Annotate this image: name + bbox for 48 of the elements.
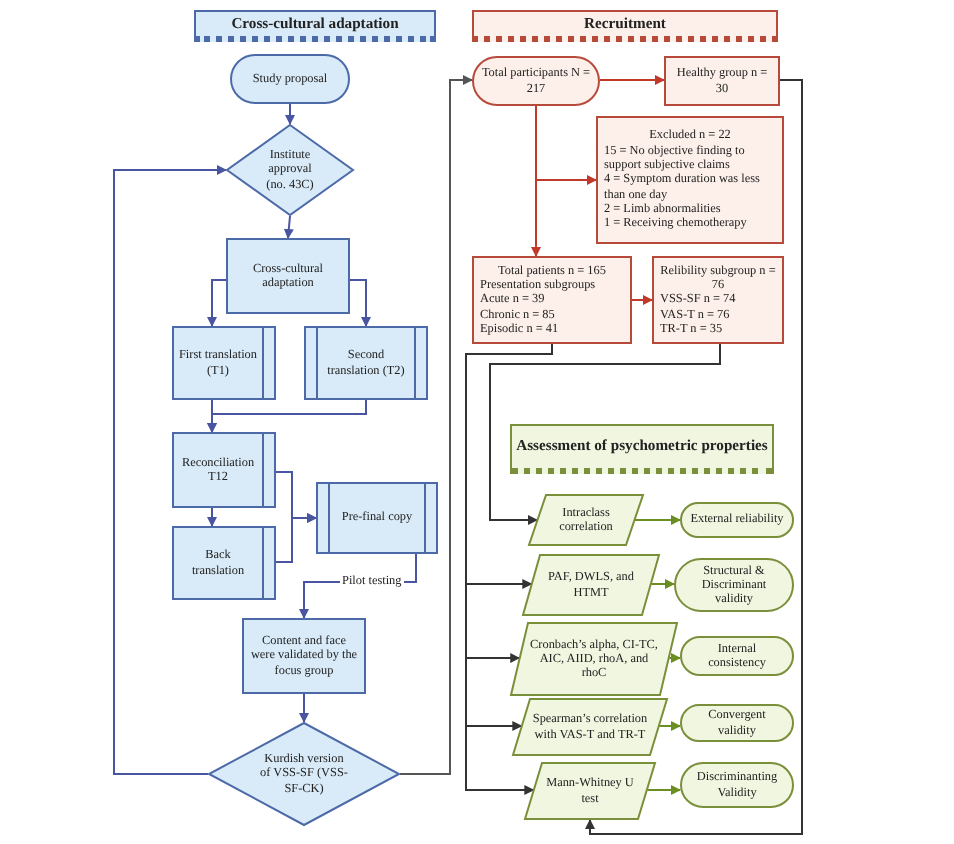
arrow [668,653,681,663]
process-box [596,116,784,244]
section-banner [510,424,774,474]
arrow [275,513,317,563]
arrow [489,343,721,525]
terminal-pill [680,762,794,808]
terminal-pill [230,54,350,104]
predefined-process-box [316,482,438,554]
arrow [634,515,681,525]
arrow [299,693,309,723]
predefined-process-box [304,326,428,400]
data-parallelogram [522,554,660,616]
predefined-process-box [172,326,276,400]
arrow [531,105,541,257]
process-box [472,256,632,344]
process-box [652,256,784,344]
arrow [349,279,371,327]
arrow [599,75,665,85]
terminal-pill [472,56,600,106]
arrow [207,399,367,433]
section-banner [194,10,436,42]
process-box [226,238,350,314]
terminal-pill [680,502,794,538]
section-banner [472,10,778,42]
data-parallelogram [510,622,678,696]
predefined-process-box [172,526,276,600]
arrow [650,579,675,589]
arrow [207,507,217,527]
arrow [399,75,473,775]
arrow [113,165,227,775]
data-parallelogram [524,762,656,820]
arrow [646,785,681,795]
arrow [585,79,803,835]
arrow [658,721,681,731]
data-parallelogram [512,698,668,756]
arrow [207,279,227,327]
arrow [285,103,295,125]
process-box [242,618,366,694]
terminal-pill [680,636,794,676]
data-parallelogram [528,494,644,546]
decision-diamond [226,124,354,216]
decision-diamond [208,722,400,826]
arrow [283,215,294,239]
arrow [631,295,653,305]
terminal-pill [674,558,794,612]
predefined-process-box [172,432,276,508]
process-box [664,56,780,106]
terminal-pill [680,704,794,742]
